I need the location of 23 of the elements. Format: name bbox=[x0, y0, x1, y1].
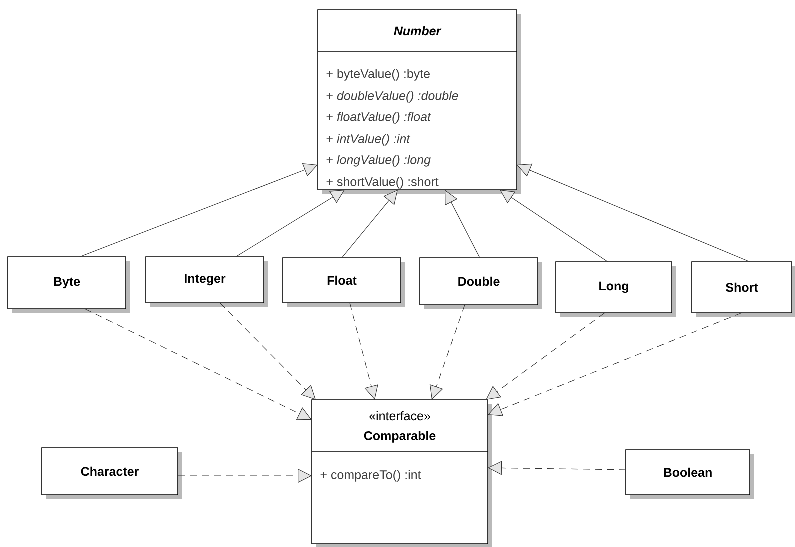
inheritance-arrow bbox=[236, 190, 345, 258]
class-box: Boolean bbox=[626, 450, 754, 499]
class-box: Byte bbox=[8, 256, 130, 313]
inheritance-arrow bbox=[500, 190, 608, 262]
class-box: Float bbox=[282, 258, 405, 307]
class-box: Double bbox=[420, 258, 542, 309]
class-box: «interface» Comparable + compareTo() :int bbox=[312, 400, 492, 547]
dependency-arrow bbox=[488, 461, 626, 476]
inheritance-arrow bbox=[445, 190, 480, 258]
dependency-arrow bbox=[220, 302, 316, 400]
inheritance-arrow bbox=[517, 164, 750, 262]
dependency-arrow bbox=[488, 312, 742, 416]
class-box: Long bbox=[556, 262, 676, 317]
class-box: Integer bbox=[146, 256, 268, 307]
dependency-arrow bbox=[486, 312, 606, 400]
class-box: Short bbox=[692, 262, 795, 317]
inheritance-arrow bbox=[80, 163, 318, 258]
class-box: Character bbox=[42, 448, 182, 499]
class-box: Number + byteValue() :byte + doubleValue() :double + floatValue() :float + intValue() :int + longValue() :long + shortValue() :short bbox=[318, 10, 521, 194]
dependency-arrow bbox=[350, 302, 378, 400]
dependency-arrow bbox=[84, 308, 312, 420]
inheritance-arrow bbox=[342, 190, 398, 258]
dependency-arrow bbox=[430, 304, 466, 400]
